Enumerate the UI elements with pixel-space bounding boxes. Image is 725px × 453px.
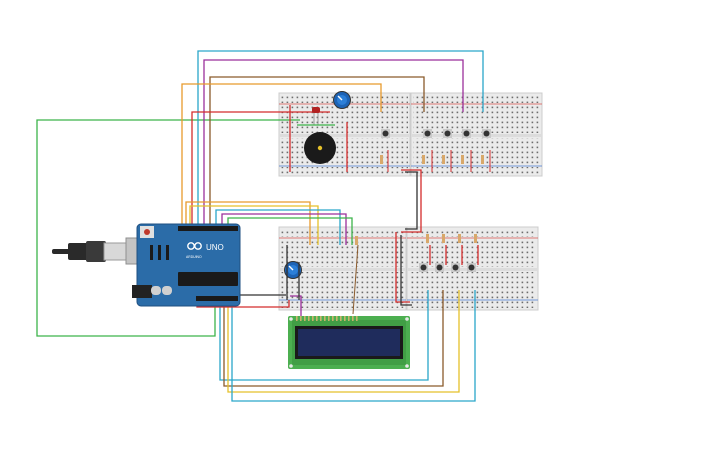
wire-orange-lower[interactable] [185, 201, 311, 245]
arduino-uno[interactable] [132, 223, 241, 307]
pushbutton-bottom-4[interactable] [467, 263, 476, 272]
buzzer[interactable] [304, 132, 336, 164]
wire-cyan-top[interactable] [197, 50, 484, 228]
wire-red-buzzer[interactable] [191, 111, 330, 228]
pushbutton-bottom-1[interactable] [419, 263, 428, 272]
resistors-top[interactable] [380, 150, 491, 172]
wire-yellow-lower[interactable] [189, 205, 319, 245]
wire-orange-top[interactable] [181, 83, 382, 228]
pushbutton-top-1[interactable] [381, 129, 390, 138]
pushbutton-bottom-3[interactable] [451, 263, 460, 272]
wire-green-loop[interactable] [36, 119, 300, 337]
wire-top-short[interactable] [289, 105, 348, 172]
arduino-brand-text: ARDUINO [186, 255, 202, 259]
resistors-bottom[interactable] [352, 234, 477, 315]
lcd-display[interactable] [288, 316, 410, 369]
arduino-logo-text: UNO [206, 243, 224, 252]
lcd-header-pins [296, 316, 358, 321]
pushbutton-top-4[interactable] [462, 129, 471, 138]
wire-breadboard-link[interactable] [395, 169, 422, 306]
wire-purple-top[interactable] [203, 59, 464, 228]
wire-purple-lower[interactable] [221, 213, 347, 245]
pushbutton-top-2[interactable] [423, 129, 432, 138]
wire-brown-top[interactable] [209, 76, 425, 228]
wire-bottom-loops[interactable] [219, 290, 476, 402]
wire-bottom-short[interactable] [286, 245, 479, 300]
potentiometer-top[interactable] [333, 91, 351, 109]
usb-cable[interactable] [52, 237, 141, 265]
pushbutton-bottom-2[interactable] [435, 263, 444, 272]
led-red[interactable] [312, 107, 320, 125]
potentiometer-bottom[interactable] [284, 261, 302, 279]
pushbutton-top-5[interactable] [482, 129, 491, 138]
pushbutton-top-3[interactable] [443, 129, 452, 138]
breadboard-top-right[interactable] [410, 92, 543, 177]
wire-teal-lower[interactable] [215, 209, 341, 245]
wire-green-lower[interactable] [227, 217, 353, 245]
